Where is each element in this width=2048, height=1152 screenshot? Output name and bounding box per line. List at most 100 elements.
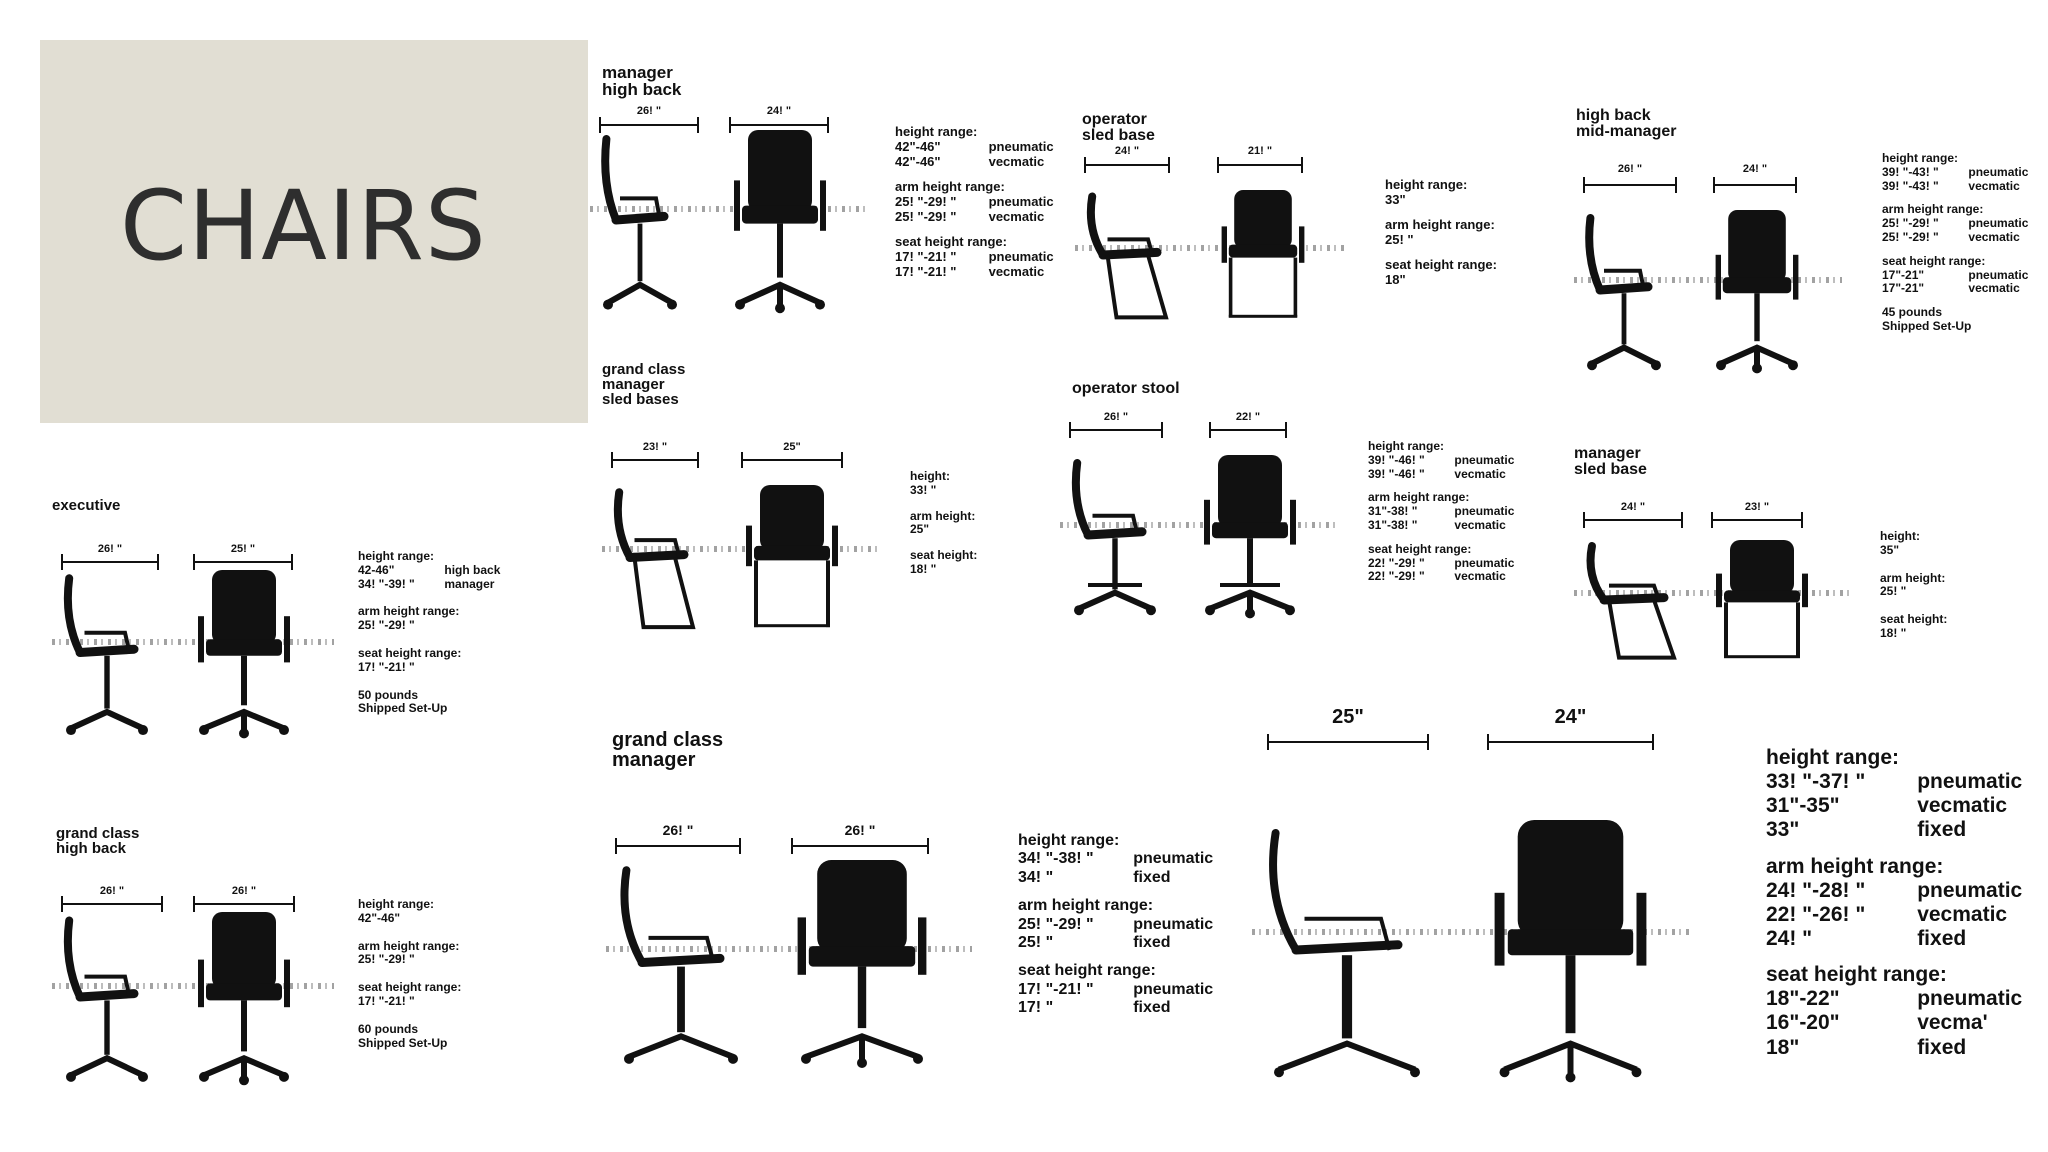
grand-class-high-back-spec-group: seat height range:17! "-21! "	[358, 980, 461, 1009]
grand-class-manager-sled-spec-group: height:33! "	[910, 469, 996, 498]
operator-sled-base-spec-value: 25! "	[1385, 231, 1414, 247]
grand-class-high-back-spec-row: 25! "-29! "	[358, 953, 461, 967]
large-manager-chair-side-drawing	[1269, 829, 1420, 1078]
grand-class-manager-spec-value: 34! "-38! "	[1018, 850, 1094, 868]
executive-spec-value: 42-46"	[358, 562, 395, 577]
grand-class-high-back-spec-label: arm height range:	[358, 938, 460, 953]
operator-sled-base-spec-group: seat height range:18"	[1385, 257, 1497, 288]
operator-stool-spec-value: 22! "-29! "	[1368, 555, 1425, 570]
large-manager-spec-label: seat height range:	[1766, 963, 1947, 987]
operator-stool-spec-type: vecmatic	[1454, 517, 1506, 532]
executive-name: executive	[52, 498, 120, 513]
operator-stool-spec-row: 39! "-46! "vecmatic	[1368, 466, 1514, 482]
operator-stool-spec-value: 31"-38! "	[1368, 504, 1418, 519]
grand-class-high-back-name-line: high back	[56, 840, 127, 857]
grand-class-manager-spec-value: 25! "-29! "	[1018, 915, 1094, 933]
manager-high-back-spec-value: 42"-46"	[895, 153, 941, 169]
grand-class-manager-spec-label: height range:	[1018, 832, 1120, 849]
grand-class-manager-spec-row: 34! "fixed	[1018, 869, 1213, 887]
grand-class-manager-spec-row: 34! "-38! " pneumatic	[1018, 850, 1213, 868]
grand-class-high-back-specs: height range:42"-46" arm height range:25!…	[358, 897, 461, 1050]
grand-class-manager-spec-row: 25! "-29! "pneumatic	[1018, 916, 1213, 934]
manager-sled-base-spec-group: seat height:18! "	[1880, 612, 1966, 641]
operator-stool-spec-row: 31"-38! "pneumatic	[1368, 504, 1514, 519]
manager-high-back-spec-type: vecmatic	[988, 263, 1045, 279]
manager-high-back-spec-value: 25! "-29! "	[895, 208, 957, 224]
grand-class-manager-chair-side-drawing	[620, 866, 738, 1064]
executive-note: Shipped Set-Up	[358, 701, 448, 716]
operator-stool-spec-row: 22! "-29! "pneumatic	[1368, 555, 1514, 571]
high-back-mid-manager-spec-row: 39! "-43! "vecmatic	[1882, 179, 2028, 194]
high-back-mid-manager-spec-value: 17"-21"	[1882, 267, 1925, 282]
manager-sled-base-specs: height:35"arm height:25! "seat height:18…	[1880, 529, 1966, 655]
operator-sled-base-spec-row: 25! "	[1385, 231, 1497, 248]
operator-sled-base-specs: height range:33" arm height range:25! " se…	[1385, 177, 1497, 298]
operator-stool-chair-side-drawing	[1071, 459, 1156, 616]
large-manager-spec-value: 16"-20"	[1766, 1011, 1840, 1035]
manager-high-back-spec-row: 25! "-29! "vecmatic	[895, 208, 1054, 225]
manager-sled-base-dimension-line	[1711, 512, 1803, 528]
operator-stool-chair-front-drawing	[1204, 455, 1296, 619]
manager-sled-base-name-line: manager	[1574, 445, 1641, 462]
large-manager-spec-value: 24! "	[1766, 926, 1813, 950]
operator-stool-spec-type: vecmatic	[1454, 466, 1506, 481]
high-back-mid-manager-spec-type: pneumatic	[1968, 267, 2029, 282]
operator-sled-base-spec-label: height range:	[1385, 177, 1468, 192]
large-manager-chair-front-drawing	[1494, 820, 1647, 1083]
large-manager-spec-type: vecma'	[1917, 1011, 1988, 1035]
operator-stool-dimension-line	[1069, 422, 1163, 438]
grand-class-high-back-scan-band	[52, 983, 334, 990]
large-manager-spec-type: vecmatic	[1917, 902, 2008, 926]
manager-high-back-spec-label: height range:	[895, 124, 978, 139]
large-manager-spec-value: 33! "-37! "	[1766, 770, 1866, 794]
large-manager-spec-row: 24! "-28! "pneumatic	[1766, 879, 2022, 903]
operator-sled-base-spec-group: height range:33"	[1385, 177, 1497, 208]
large-manager-scan-band	[1252, 929, 1693, 936]
executive-dimension-label: 26! "	[97, 543, 123, 555]
large-manager-spec-row: 31"-35"vecmatic	[1766, 794, 2022, 818]
grand-class-manager-sled-spec-row: 25"	[910, 523, 996, 537]
operator-sled-base-spec-group: arm height range:25! "	[1385, 217, 1497, 248]
executive-spec-row: 17! "-21! "	[358, 660, 500, 675]
operator-stool-spec-row: 22! "-29! "vecmatic	[1368, 570, 1514, 584]
manager-sled-base-dimension-label: 24! "	[1620, 501, 1646, 513]
grand-class-manager-sled-spec-value: 25"	[910, 522, 930, 537]
grand-class-manager-spec-type: pneumatic	[1133, 850, 1214, 868]
large-manager-spec-type: fixed	[1917, 818, 1967, 842]
executive-spec-label: seat height range:	[358, 645, 462, 660]
manager-sled-base-chair-front-drawing	[1716, 540, 1808, 659]
executive-spec-type: high back	[444, 562, 501, 577]
manager-high-back-spec-label: arm height range:	[895, 178, 1005, 194]
executive-spec-group: arm height range:25! "-29! "	[358, 605, 500, 633]
operator-sled-base-dimension-line	[1084, 157, 1170, 173]
executive-dimension-line	[193, 554, 293, 570]
operator-sled-base-name-line: operator	[1082, 111, 1147, 128]
grand-class-high-back-spec-row: 42"-46"	[358, 911, 461, 926]
large-manager-spec-type: pneumatic	[1917, 770, 2023, 794]
executive-spec-value: 34! "-39! "	[358, 576, 415, 591]
large-manager-spec-type: fixed	[1917, 1035, 1967, 1059]
high-back-mid-manager-dimension-label: 24! "	[1742, 163, 1768, 175]
high-back-mid-manager-note: Shipped Set-Up	[1882, 318, 1972, 333]
large-manager-spec-type: vecmatic	[1917, 794, 2008, 818]
grand-class-manager-spec-value: 34! "	[1018, 868, 1054, 886]
manager-high-back-name-line: high back	[602, 80, 682, 99]
manager-sled-base-spec-value: 18! "	[1880, 625, 1907, 640]
grand-class-manager-sled-dimension-label: 23! "	[642, 441, 668, 453]
grand-class-manager-scan-band	[606, 946, 972, 953]
operator-sled-base-spec-row: 18"	[1385, 272, 1497, 288]
grand-class-manager-spec-row: 17! "-21! "pneumatic	[1018, 981, 1213, 999]
manager-sled-base-spec-row: 25! "	[1880, 585, 1966, 599]
grand-class-high-back-spec-label: height range:	[358, 897, 435, 911]
grand-class-manager-sled-name-line: sled bases	[602, 391, 679, 408]
